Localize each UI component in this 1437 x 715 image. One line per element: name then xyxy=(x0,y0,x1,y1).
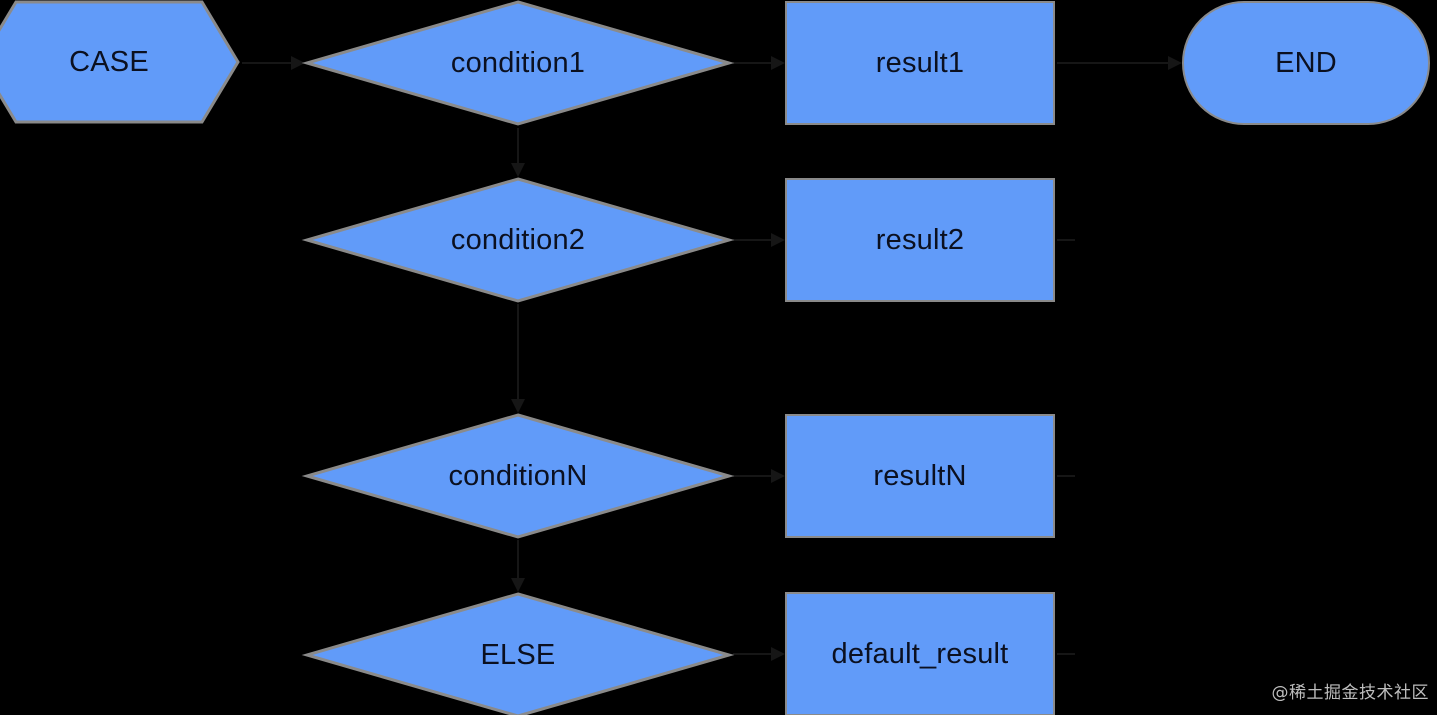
node-resultN-label: resultN xyxy=(873,459,967,492)
hexagon-shape xyxy=(0,0,240,124)
watermark: @稀土掘金技术社区 xyxy=(1271,683,1429,703)
node-default-result-label: default_result xyxy=(831,637,1009,670)
node-end-label: END xyxy=(1275,46,1337,79)
node-case[interactable]: CASE xyxy=(0,0,240,124)
node-condition2[interactable]: condition2 xyxy=(301,177,735,303)
node-end[interactable]: END xyxy=(1182,1,1430,125)
diamond-shape xyxy=(301,0,735,126)
node-conditionN[interactable]: conditionN xyxy=(301,413,735,539)
node-resultN[interactable]: resultN xyxy=(785,414,1055,538)
node-condition2-label: condition2 xyxy=(450,223,586,256)
node-result1-label: result1 xyxy=(875,46,965,79)
diamond-shape xyxy=(301,413,735,539)
diamond-shape xyxy=(301,177,735,303)
node-result2[interactable]: result2 xyxy=(785,178,1055,302)
node-result1[interactable]: result1 xyxy=(785,1,1055,125)
node-result2-label: result2 xyxy=(875,223,965,256)
node-condition1-label: condition1 xyxy=(450,46,586,79)
node-else[interactable]: ELSE xyxy=(301,592,735,715)
node-conditionN-label: conditionN xyxy=(448,459,588,492)
node-else-label: ELSE xyxy=(480,638,556,671)
node-condition1[interactable]: condition1 xyxy=(301,0,735,126)
node-case-label: CASE xyxy=(69,45,149,78)
node-default-result[interactable]: default_result xyxy=(785,592,1055,715)
diamond-shape xyxy=(301,592,735,715)
